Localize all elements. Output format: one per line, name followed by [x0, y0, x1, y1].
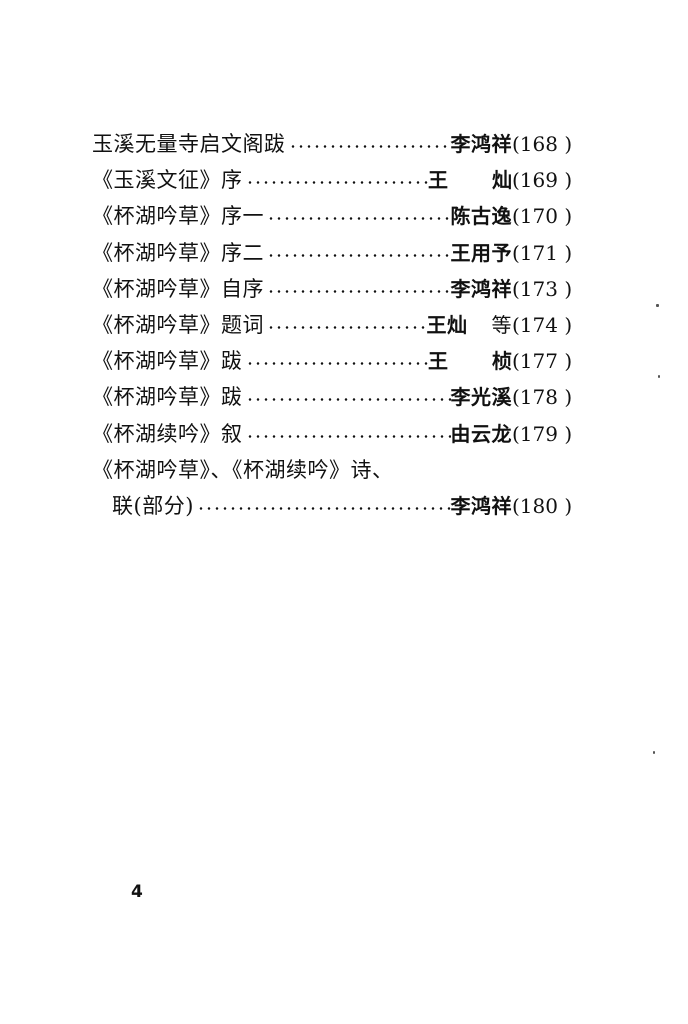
- author-name: 王灿: [426, 312, 468, 337]
- author-part: 王: [428, 168, 448, 193]
- entry-page: (177 ): [512, 349, 573, 374]
- scan-speck: [656, 304, 659, 307]
- dot-leader: [194, 488, 451, 524]
- entry-title: 《杯湖吟草》题词: [92, 312, 264, 337]
- scan-speck: [658, 375, 660, 378]
- entry-page: (169 ): [512, 168, 573, 193]
- entry-page: (173 ): [512, 276, 573, 301]
- entry-author: 王用予: [450, 240, 512, 265]
- entry-title: 《杯湖吟草》自序: [92, 276, 264, 301]
- entry-title: 《杯湖吟草》序二: [92, 240, 264, 265]
- entry-author: 王灿等: [427, 307, 513, 343]
- toc-entry: 《玉溪文征》序 王灿 (169 ): [92, 162, 588, 198]
- entry-author: 李鸿祥: [450, 132, 512, 156]
- entry-page: (174 ): [512, 312, 573, 337]
- toc-entry: 《杯湖吟草》序二 王用予 (171 ): [92, 235, 588, 271]
- entry-title: 玉溪无量寺启文阁跋: [92, 132, 286, 156]
- toc-entry-heading-line: 《杯湖吟草》、《杯湖续吟》诗、: [92, 452, 588, 488]
- toc-entry: 联(部分) 李鸿祥 (180 ): [92, 488, 588, 524]
- dot-leader: [243, 343, 429, 379]
- table-of-contents: 玉溪无量寺启文阁跋 李鸿祥 (168 ) 《玉溪文征》序 王灿 (169 ) 《…: [92, 126, 588, 524]
- dot-leader: [243, 379, 451, 415]
- dot-leader: [264, 307, 427, 343]
- entry-author: 李鸿祥: [450, 276, 512, 301]
- entry-page: (180 ): [512, 493, 573, 518]
- entry-author: 李鸿祥: [450, 493, 512, 518]
- toc-entry: 《杯湖吟草》跋 李光溪 (178 ): [92, 379, 588, 415]
- dot-leader: [243, 416, 451, 452]
- toc-entry: 《杯湖吟草》跋 王桢 (177 ): [92, 343, 588, 379]
- entry-title: 联(部分): [112, 493, 194, 518]
- entry-title: 《杯湖吟草》序一: [92, 204, 264, 229]
- author-part: 王: [428, 349, 448, 374]
- dot-leader: [243, 162, 429, 198]
- entry-author: 王桢: [428, 343, 512, 379]
- author-suffix: 等: [491, 312, 512, 337]
- entry-author: 由云龙: [450, 421, 512, 446]
- dot-leader: [286, 126, 451, 162]
- entry-page: (170 ): [512, 204, 573, 229]
- entry-author: 李光溪: [450, 385, 512, 410]
- toc-entry: 玉溪无量寺启文阁跋 李鸿祥 (168 ): [92, 126, 588, 162]
- entry-title: 《杯湖吟草》跋: [92, 349, 243, 374]
- scan-speck: [653, 751, 655, 754]
- dot-leader: [264, 198, 451, 234]
- toc-entry: 《杯湖吟草》自序 李鸿祥 (173 ): [92, 271, 588, 307]
- entry-title: 《杯湖吟草》、《杯湖续吟》诗、: [92, 457, 394, 482]
- author-part: 桢: [492, 349, 512, 374]
- entry-title: 《玉溪文征》序: [92, 168, 243, 193]
- entry-page: (171 ): [512, 240, 573, 265]
- author-part: 灿: [492, 168, 512, 193]
- entry-page: (179 ): [512, 421, 573, 446]
- entry-title: 《杯湖吟草》跋: [92, 385, 243, 410]
- entry-page: (178 ): [512, 385, 573, 410]
- entry-page: (168 ): [512, 132, 573, 156]
- dot-leader: [264, 271, 451, 307]
- entry-author: 陈古逸: [450, 204, 512, 229]
- toc-entry: 《杯湖吟草》题词 王灿等 (174 ): [92, 307, 588, 343]
- entry-title: 《杯湖续吟》叙: [92, 421, 243, 446]
- toc-entry: 《杯湖续吟》叙 由云龙 (179 ): [92, 416, 588, 452]
- page-number: 4: [131, 882, 143, 902]
- toc-entry: 《杯湖吟草》序一 陈古逸 (170 ): [92, 198, 588, 234]
- dot-leader: [264, 235, 451, 271]
- entry-author: 王灿: [428, 162, 512, 198]
